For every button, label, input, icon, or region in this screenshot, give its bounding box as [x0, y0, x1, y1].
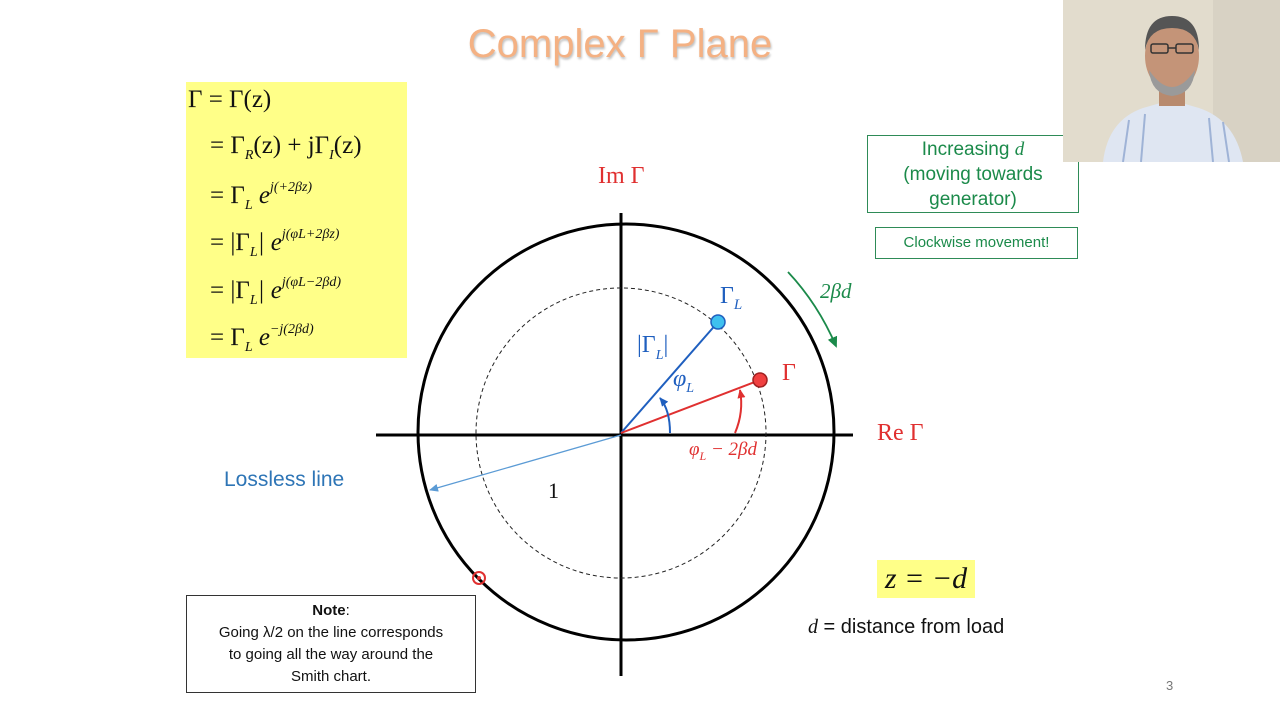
increasing-line-3: generator) [929, 189, 1017, 210]
magnitude-gamma-l-label: |ΓL| [637, 332, 668, 363]
gamma-l-point [710, 314, 726, 330]
unit-radius-arrow [429, 434, 622, 492]
equation-line-3: = ΓL ej(+2βz) [210, 180, 313, 213]
gamma-point [752, 372, 768, 388]
gamma-l-label: ΓL [720, 283, 742, 313]
d-definition: d = distance from load [808, 616, 1005, 638]
phase-arc [734, 389, 746, 434]
increasing-line-2: (moving towards [903, 164, 1043, 185]
equation-line-6: = ΓL e−j(2βd) [210, 322, 314, 355]
note-title: Note: [312, 602, 350, 619]
gamma-label: Γ [782, 360, 796, 386]
equation-line-1: Γ = Γ(z) [188, 86, 272, 113]
clockwise-movement-box: Clockwise movement! [875, 227, 1078, 259]
cursor-marker [472, 571, 486, 585]
unit-radius-label: 1 [548, 478, 559, 503]
phi-l-arc [659, 397, 671, 434]
equation-panel: Γ = Γ(z) = ΓR(z) + jΓI(z) = ΓL ej(+2βz) … [186, 82, 407, 358]
equation-line-2: = ΓR(z) + jΓI(z) [210, 132, 362, 163]
im-axis-label: Im Γ [598, 163, 645, 189]
phi-l-label: φL [673, 366, 694, 396]
lossless-line-label: Lossless line [224, 468, 345, 491]
gamma-vector [620, 379, 761, 434]
constant-magnitude-circle [475, 287, 767, 579]
z-equation: z = −d [877, 560, 975, 598]
re-axis-label: Re Γ [877, 420, 924, 446]
presenter-webcam [1063, 0, 1280, 162]
note-line-3: Smith chart. [290, 668, 372, 685]
equation-line-5: = |ΓL| ej(φL−2βd) [210, 275, 341, 308]
note-box: Note: Going λ/2 on the line corresponds … [186, 595, 476, 693]
equation-line-4: = |ΓL| ej(φL+2βz) [210, 227, 340, 260]
presenter-figure [1063, 0, 1280, 162]
increasing-d-box: Increasing d (moving towards generator) [867, 135, 1079, 213]
slide-title: Complex Γ Plane [467, 22, 773, 66]
unit-circle [416, 222, 836, 642]
clockwise-rotation-arrow [787, 271, 838, 348]
gamma-l-vector [620, 321, 719, 434]
increasing-line-1: Increasing d [921, 139, 1025, 160]
note-line-2: to going all the way around the [228, 646, 434, 663]
phase-label: φL − 2βd [689, 439, 757, 463]
page-number: 3 [1166, 678, 1174, 693]
rotation-label: 2βd [820, 279, 852, 303]
note-line-1: Going λ/2 on the line corresponds [218, 624, 444, 641]
